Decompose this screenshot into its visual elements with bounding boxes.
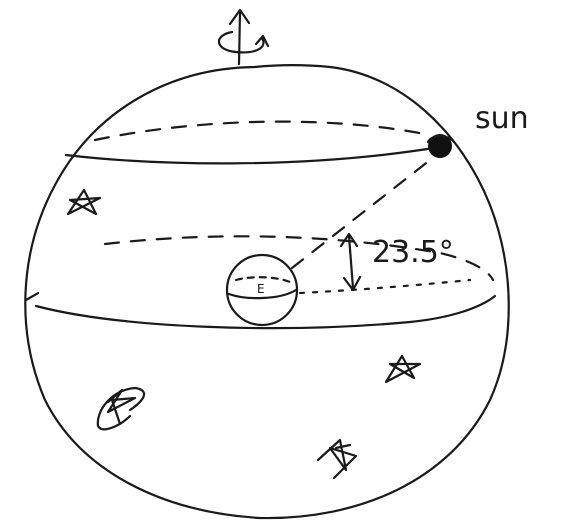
earth-equator-line xyxy=(300,280,470,293)
rotation-arrow-icon xyxy=(219,10,268,64)
equator-back-left xyxy=(26,292,40,300)
star-icon xyxy=(68,190,100,214)
celestial-sphere xyxy=(25,65,508,518)
ecliptic-back xyxy=(95,122,430,140)
earth-label: E xyxy=(257,282,265,296)
star-icon xyxy=(386,356,420,382)
ecliptic-front xyxy=(66,147,440,163)
sun-icon xyxy=(428,134,454,158)
star-icon xyxy=(98,388,144,429)
star-icon xyxy=(318,440,356,478)
equator-front xyxy=(36,296,495,328)
angle-label: 23.5° xyxy=(372,235,454,270)
angle-arrow xyxy=(341,234,360,290)
sun-label: sun xyxy=(475,101,529,136)
